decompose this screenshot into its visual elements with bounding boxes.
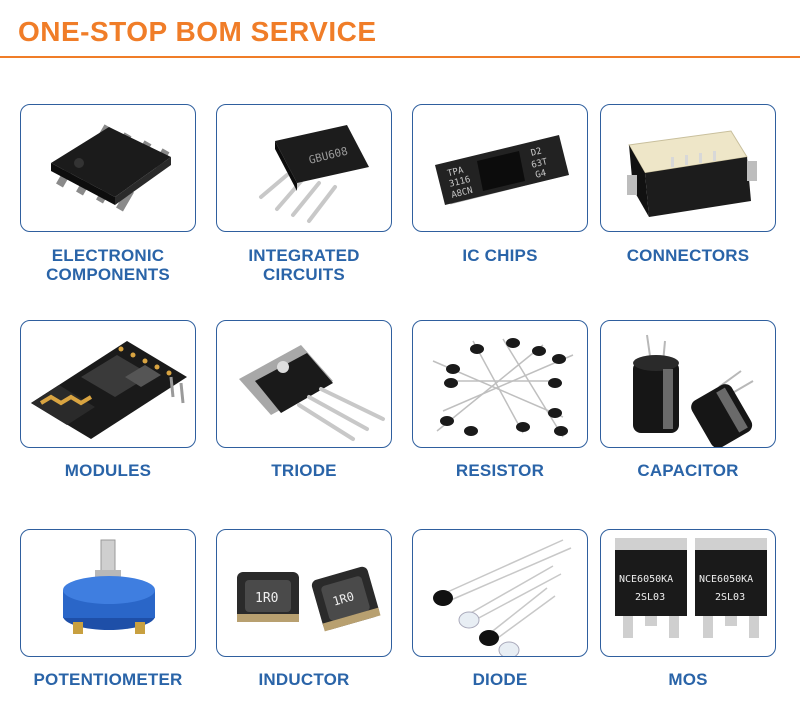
label-integrated-circuits: INTEGRATED CIRCUITS: [248, 246, 360, 284]
capacitor-icon: [633, 334, 754, 447]
card-integrated-circuits[interactable]: GBU608: [216, 104, 392, 232]
label-inductor: INDUCTOR: [258, 670, 350, 689]
inductor-icon: 1R0 1R0: [237, 566, 381, 632]
inductor-marking-right: 1R0: [331, 589, 356, 608]
inductor-marking-left: 1R0: [255, 591, 278, 606]
label-connectors: CONNECTORS: [626, 246, 750, 265]
label-modules: MODULES: [64, 461, 152, 480]
label-capacitor: CAPACITOR: [637, 461, 739, 480]
card-inductor[interactable]: 1R0 1R0: [216, 529, 392, 657]
card-resistor[interactable]: [412, 320, 588, 448]
mos-marking-right-2: 2SL03: [715, 592, 745, 603]
card-triode[interactable]: [216, 320, 392, 448]
led-diode-icon: [433, 539, 572, 656]
resistor-icon: [432, 338, 574, 438]
label-electronic-components: ELECTRONIC COMPONENTS: [46, 246, 170, 284]
fpc-connector-icon: [627, 130, 757, 217]
page-title: ONE-STOP BOM SERVICE: [18, 16, 377, 47]
transistor-icon: [239, 345, 385, 441]
mos-marking-right-1: NCE6050KA: [699, 574, 753, 585]
label-potentiometer: POTENTIOMETER: [33, 670, 183, 689]
label-resistor: RESISTOR: [455, 461, 545, 480]
label-diode: DIODE: [472, 670, 528, 689]
mosfet-icon: NCE6050KA 2SL03 NCE6050KA 2SL03: [615, 538, 767, 638]
card-diode[interactable]: [412, 529, 588, 657]
potentiometer-icon: [63, 539, 155, 634]
header-divider: [0, 56, 800, 58]
page-header: ONE-STOP BOM SERVICE: [0, 0, 800, 58]
card-electronic-components[interactable]: [20, 104, 196, 232]
tssop-chip-icon: TPA 3116 A8CN D2 63T G4: [435, 135, 569, 205]
mos-marking-left-2: 2SL03: [635, 592, 665, 603]
label-triode: TRIODE: [271, 461, 337, 480]
card-potentiometer[interactable]: [20, 529, 196, 657]
card-capacitor[interactable]: [600, 320, 776, 448]
card-mos[interactable]: NCE6050KA 2SL03 NCE6050KA 2SL03: [600, 529, 776, 657]
label-mos: MOS: [668, 670, 708, 689]
chip-text-d2: D2: [530, 146, 543, 158]
card-ic-chips[interactable]: TPA 3116 A8CN D2 63T G4: [412, 104, 588, 232]
chip-text-g4: G4: [534, 168, 547, 180]
mos-marking-left-1: NCE6050KA: [619, 574, 673, 585]
chip-text-63t: 63T: [530, 157, 549, 171]
soic-chip-icon: [51, 124, 171, 212]
label-ic-chips: IC CHIPS: [462, 246, 538, 265]
card-modules[interactable]: [20, 320, 196, 448]
chip-text-tpa: TPA: [446, 165, 465, 179]
wifi-module-icon: [31, 341, 187, 439]
card-connectors[interactable]: [600, 104, 776, 232]
bridge-rectifier-icon: GBU608: [259, 125, 369, 223]
